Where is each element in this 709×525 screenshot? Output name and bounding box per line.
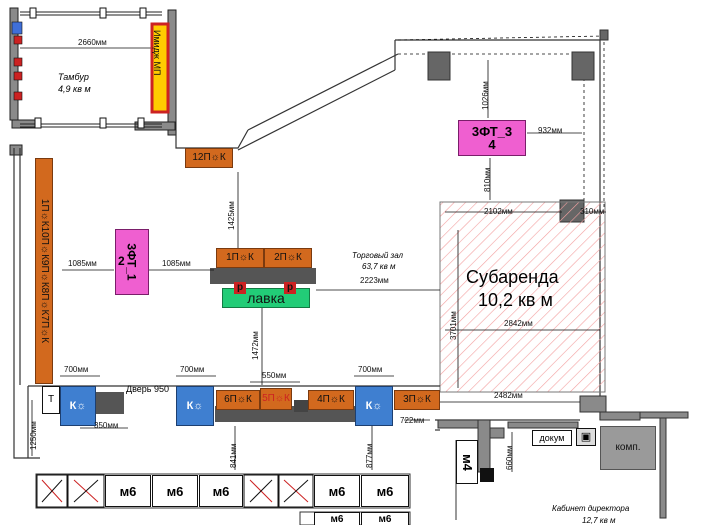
dim-2842: 2842мм <box>504 319 533 328</box>
unit-3ft-3-label: 3ФТ_3 <box>471 124 513 139</box>
dokum-label: докум <box>539 432 565 443</box>
dim-660: 660мм <box>505 445 514 470</box>
cashier-2-label: К☼ <box>186 399 204 412</box>
dim-700-a: 700мм <box>64 365 89 374</box>
dim-3701: 3701мм <box>449 311 458 340</box>
shelf-1-label: 1П☼К <box>226 252 254 263</box>
m6-cell-5[interactable]: м6 <box>361 475 409 507</box>
glass-posts <box>29 7 147 129</box>
tambur-glass <box>20 11 162 128</box>
printer-icon: ▣ <box>576 428 596 446</box>
shelf-5-label: 5П☼К <box>262 393 290 404</box>
office-walls <box>437 395 689 519</box>
m6-cell-3[interactable]: м6 <box>199 475 243 507</box>
side-t-box: Т <box>42 386 60 414</box>
dim-1085-left: 1085мм <box>68 259 97 268</box>
hall-title: Торговый зал <box>352 251 404 260</box>
dim-932: 932мм <box>538 126 563 135</box>
dim-1250: 1250мм <box>29 421 38 450</box>
shelf-3-label: 3П☼К <box>403 394 431 405</box>
shelf-6[interactable]: 6П☼К <box>216 390 260 410</box>
bench-base <box>210 268 316 284</box>
tambur-area: 4,9 кв м <box>58 84 91 94</box>
shelf-1[interactable]: 1П☼К <box>216 248 264 268</box>
counter <box>215 406 355 422</box>
dark-block <box>480 468 494 482</box>
office-title: Кабинет директора <box>552 504 630 513</box>
shelf-3[interactable]: 3П☼К <box>394 390 440 410</box>
cashier-1[interactable]: К☼ <box>60 386 96 426</box>
office-area: 12,7 кв м <box>582 516 616 525</box>
subarenda-title: Субаренда <box>466 267 559 287</box>
dim-841: 841мм <box>229 443 238 468</box>
m6-cell-4[interactable]: м6 <box>314 475 360 507</box>
hall-area: 63,7 кв м <box>362 262 396 271</box>
dim-350: 350мм <box>94 421 119 430</box>
dim-2223: 2223мм <box>360 276 389 285</box>
dimension-lines <box>31 60 606 472</box>
unit-3ft-1-sub: 2 <box>118 254 125 268</box>
dim-1425: 1425мм <box>227 201 236 230</box>
unit-3ft-1-label: 3ФТ_1 <box>125 243 140 281</box>
shelf-12-label: 12П☼К <box>192 152 226 163</box>
dim-700-b: 700мм <box>180 365 205 374</box>
m4-label: м4 <box>459 453 475 471</box>
cashier-3-label: К☼ <box>365 399 383 412</box>
unit-3ft-1[interactable]: 3ФТ_1 <box>115 229 149 295</box>
dim-1085-right: 1085мм <box>162 259 191 268</box>
counter-right-pad <box>294 400 308 412</box>
komp-box[interactable]: комп. <box>600 426 656 470</box>
m6-cell-6[interactable]: м6 <box>314 512 360 525</box>
dim-1026: 1026мм <box>481 81 490 110</box>
door-label: Дверь 950 <box>126 384 169 394</box>
shelf-6-label: 6П☼К <box>224 394 252 405</box>
dim-550: 550мм <box>262 371 287 380</box>
tambur-width-dim: 2660мм <box>78 38 107 47</box>
dim-310: 310мм <box>580 207 605 216</box>
shelf-4[interactable]: 4П☼К <box>308 390 354 410</box>
dokum-box[interactable]: докум <box>532 430 572 446</box>
m6-cell-7[interactable]: м6 <box>361 512 409 525</box>
image-mp-panel <box>150 22 170 114</box>
bench-marker-left: р <box>234 282 246 294</box>
subarenda-area <box>439 201 606 393</box>
entrance-panels <box>11 21 23 101</box>
subarenda-area-label: 10,2 кв м <box>478 290 553 310</box>
dim-810: 810мм <box>483 167 492 192</box>
wall-rack-label: 1П☼К10П☼К9П☼К8П☼К7П☼К <box>39 198 51 344</box>
cashier-1-label: К☼ <box>69 399 87 412</box>
crossed-cells <box>36 474 314 508</box>
dim-877: 877мм <box>365 443 374 468</box>
m6-cell-1[interactable]: м6 <box>105 475 151 507</box>
cashier-3[interactable]: К☼ <box>355 386 393 426</box>
dim-2102: 2102мм <box>484 207 513 216</box>
dim-2482: 2482мм <box>494 391 523 400</box>
bench-label: лавка <box>247 290 285 306</box>
shelf-2[interactable]: 2П☼К <box>264 248 312 268</box>
image-mp-label: Имидж МП <box>152 30 162 76</box>
dim-722: 722мм <box>400 416 425 425</box>
counter-left <box>96 392 124 414</box>
wall-rack[interactable]: 1П☼К10П☼К9П☼К8П☼К7П☼К <box>35 158 53 384</box>
unit-3ft-3-sub: 4 <box>488 137 496 152</box>
komp-label: комп. <box>615 442 641 453</box>
m4-box[interactable]: м4 <box>456 440 478 484</box>
shelf-12[interactable]: 12П☼К <box>185 148 233 168</box>
unit-3ft-3[interactable]: 3ФТ_3 4 <box>458 120 526 156</box>
bench-marker-right: р <box>284 282 296 294</box>
m6-cell-2[interactable]: м6 <box>152 475 198 507</box>
tambur-title: Тамбур <box>58 72 89 82</box>
m6-row-frame <box>35 473 411 509</box>
cashier-2[interactable]: К☼ <box>176 386 214 426</box>
shelf-2-label: 2П☼К <box>274 252 302 263</box>
shelf-4-label: 4П☼К <box>317 394 345 405</box>
dim-700-c: 700мм <box>358 365 383 374</box>
shelf-5[interactable]: 5П☼К <box>260 388 292 410</box>
dim-1472: 1472мм <box>251 331 260 360</box>
